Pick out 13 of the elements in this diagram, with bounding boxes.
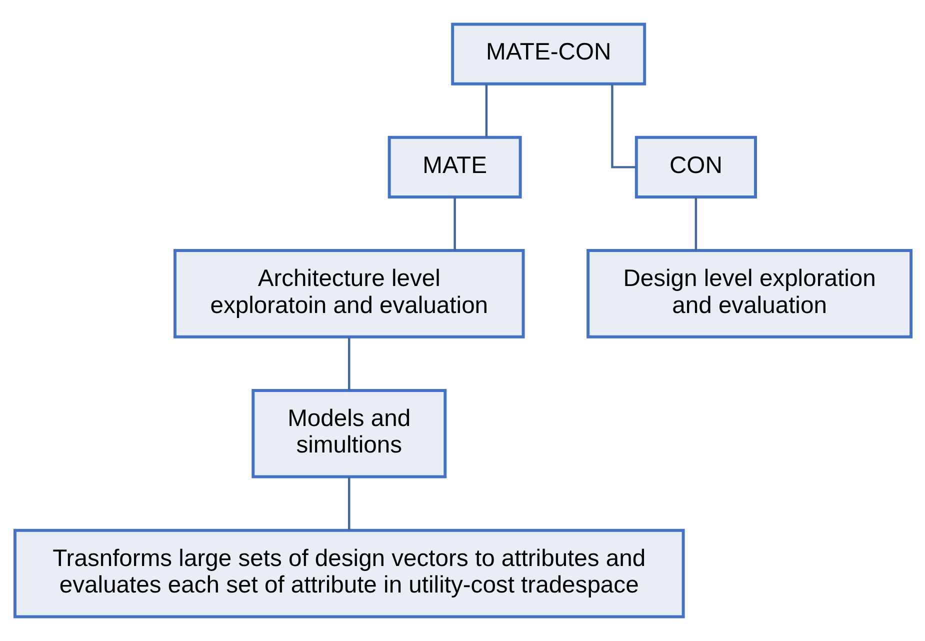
node-box: Trasnforms large sets of design vectors to attributes and evaluates each set of attribute in utility-cost tradespace	[12, 528, 684, 618]
connector	[453, 197, 456, 251]
node-box: CON	[634, 136, 756, 198]
node-box: MATE-CON	[450, 22, 646, 86]
connector	[484, 84, 488, 138]
connector	[348, 477, 350, 530]
node-box: Models and simultions	[251, 388, 446, 478]
node-box: Design level exploration and evaluation	[586, 249, 912, 338]
connector	[694, 197, 697, 251]
connector	[348, 337, 350, 390]
node-box: Architecture level exploratoin and evaluation	[172, 249, 524, 338]
connector	[610, 84, 636, 168]
node-box: MATE	[387, 136, 522, 198]
